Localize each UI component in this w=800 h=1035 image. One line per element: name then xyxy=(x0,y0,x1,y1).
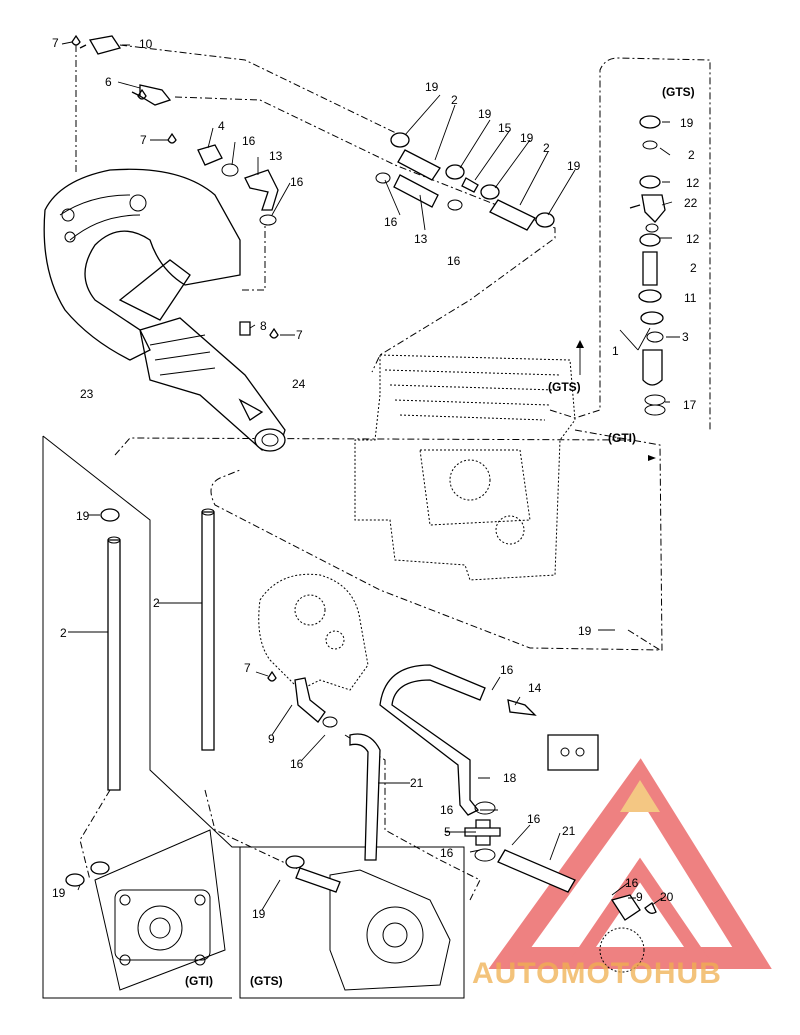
gti-arrow-head xyxy=(648,455,656,461)
callout-16: 16 xyxy=(440,803,454,817)
callout-7: 7 xyxy=(296,328,303,342)
routing-line-gti xyxy=(210,429,663,651)
engine-block xyxy=(354,354,576,581)
callout-16: 16 xyxy=(447,254,461,268)
callout-5: 5 xyxy=(444,825,451,839)
callout-15: 15 xyxy=(498,121,512,135)
gts-arrow-head xyxy=(576,340,584,348)
callout-24: 24 xyxy=(292,377,306,391)
callout-6: 6 xyxy=(105,75,112,89)
fitting-5 xyxy=(464,801,501,862)
callout-19: 19 xyxy=(520,131,534,145)
callout-19: 19 xyxy=(52,886,66,900)
exhaust-pipe xyxy=(139,317,286,452)
routing-line-gts xyxy=(549,57,711,430)
callout-2: 2 xyxy=(60,626,67,640)
watermark-logo xyxy=(488,758,772,969)
callout-2: 2 xyxy=(451,93,458,107)
clamps-16-top xyxy=(221,163,277,226)
callout-13: 13 xyxy=(414,232,428,246)
callout-16: 16 xyxy=(242,134,256,148)
gti-box-label: (GTI) xyxy=(185,974,213,988)
callout-16: 16 xyxy=(500,663,514,677)
routing-line-top xyxy=(75,44,556,373)
gts-label-top: (GTS) xyxy=(662,85,695,99)
callout-7: 7 xyxy=(140,133,147,147)
callout-16: 16 xyxy=(290,175,304,189)
fitting-elbow-10 xyxy=(79,35,122,55)
hose-chain-top xyxy=(375,132,555,231)
callout-16: 16 xyxy=(527,812,541,826)
routing-line-middle xyxy=(114,225,631,456)
callout-14: 14 xyxy=(528,681,542,695)
callout-12: 12 xyxy=(686,232,700,246)
callout-20: 20 xyxy=(660,890,674,904)
callout-10: 10 xyxy=(139,37,153,51)
callout-21: 21 xyxy=(410,776,424,790)
callout-labels: 7 10 6 7 4 16 13 16 8 7 23 24 19 2 19 15… xyxy=(52,36,700,988)
callout-19: 19 xyxy=(252,907,266,921)
callout-1: 1 xyxy=(612,344,619,358)
callout-17: 17 xyxy=(683,398,697,412)
hose-21-left xyxy=(349,733,381,861)
hose-21-right xyxy=(497,849,576,893)
fitting-9-mid xyxy=(294,677,338,728)
callout-11: 11 xyxy=(684,291,697,305)
callout-19: 19 xyxy=(425,80,439,94)
callout-22: 22 xyxy=(684,196,698,210)
exhaust-manifold xyxy=(43,168,241,361)
callout-2: 2 xyxy=(688,148,695,162)
fitting-8 xyxy=(239,321,251,336)
callout-8: 8 xyxy=(260,319,267,333)
callout-19: 19 xyxy=(76,509,90,523)
leader-lines xyxy=(61,41,680,911)
callout-2: 2 xyxy=(690,261,697,275)
callout-19: 19 xyxy=(567,159,581,173)
callout-12: 12 xyxy=(686,176,700,190)
callout-2: 2 xyxy=(543,141,550,155)
callout-16: 16 xyxy=(384,215,398,229)
gti-arrow-label: (GTI) xyxy=(608,431,636,445)
callout-18: 18 xyxy=(503,771,517,785)
gts-parts-column xyxy=(629,115,666,416)
callout-16: 16 xyxy=(290,757,304,771)
callout-19: 19 xyxy=(478,107,492,121)
fitting-14 xyxy=(507,699,599,771)
hose-13-left xyxy=(244,169,279,211)
gaskets-7 xyxy=(71,34,279,682)
routing-line-lower xyxy=(79,734,481,901)
callout-23: 23 xyxy=(80,387,94,401)
gti-pump xyxy=(65,829,226,991)
callout-16: 16 xyxy=(625,876,639,890)
callout-3: 3 xyxy=(682,330,689,344)
gts-pump xyxy=(285,855,451,991)
callout-16: 16 xyxy=(440,846,454,860)
gts-arrow-label: (GTS) xyxy=(548,380,581,394)
fitting-9-lower xyxy=(599,894,657,973)
callout-19: 19 xyxy=(578,624,592,638)
fitting-4 xyxy=(197,144,223,166)
callout-9: 9 xyxy=(636,890,643,904)
callout-2: 2 xyxy=(153,596,160,610)
callout-7: 7 xyxy=(244,661,251,675)
pump-housing-outline xyxy=(258,573,369,691)
watermark-text: AUTOMOTOHUB xyxy=(472,957,722,990)
callout-7: 7 xyxy=(52,36,59,50)
long-hoses-2 xyxy=(100,508,215,791)
callout-4: 4 xyxy=(218,119,225,133)
callout-21: 21 xyxy=(562,824,576,838)
gti-frame xyxy=(42,435,465,999)
callout-13: 13 xyxy=(269,149,283,163)
fitting-elbow-6 xyxy=(131,84,172,106)
gts-box-label: (GTS) xyxy=(250,974,283,988)
callout-9: 9 xyxy=(268,732,275,746)
callout-19: 19 xyxy=(680,116,694,130)
hose-18 xyxy=(379,664,486,816)
